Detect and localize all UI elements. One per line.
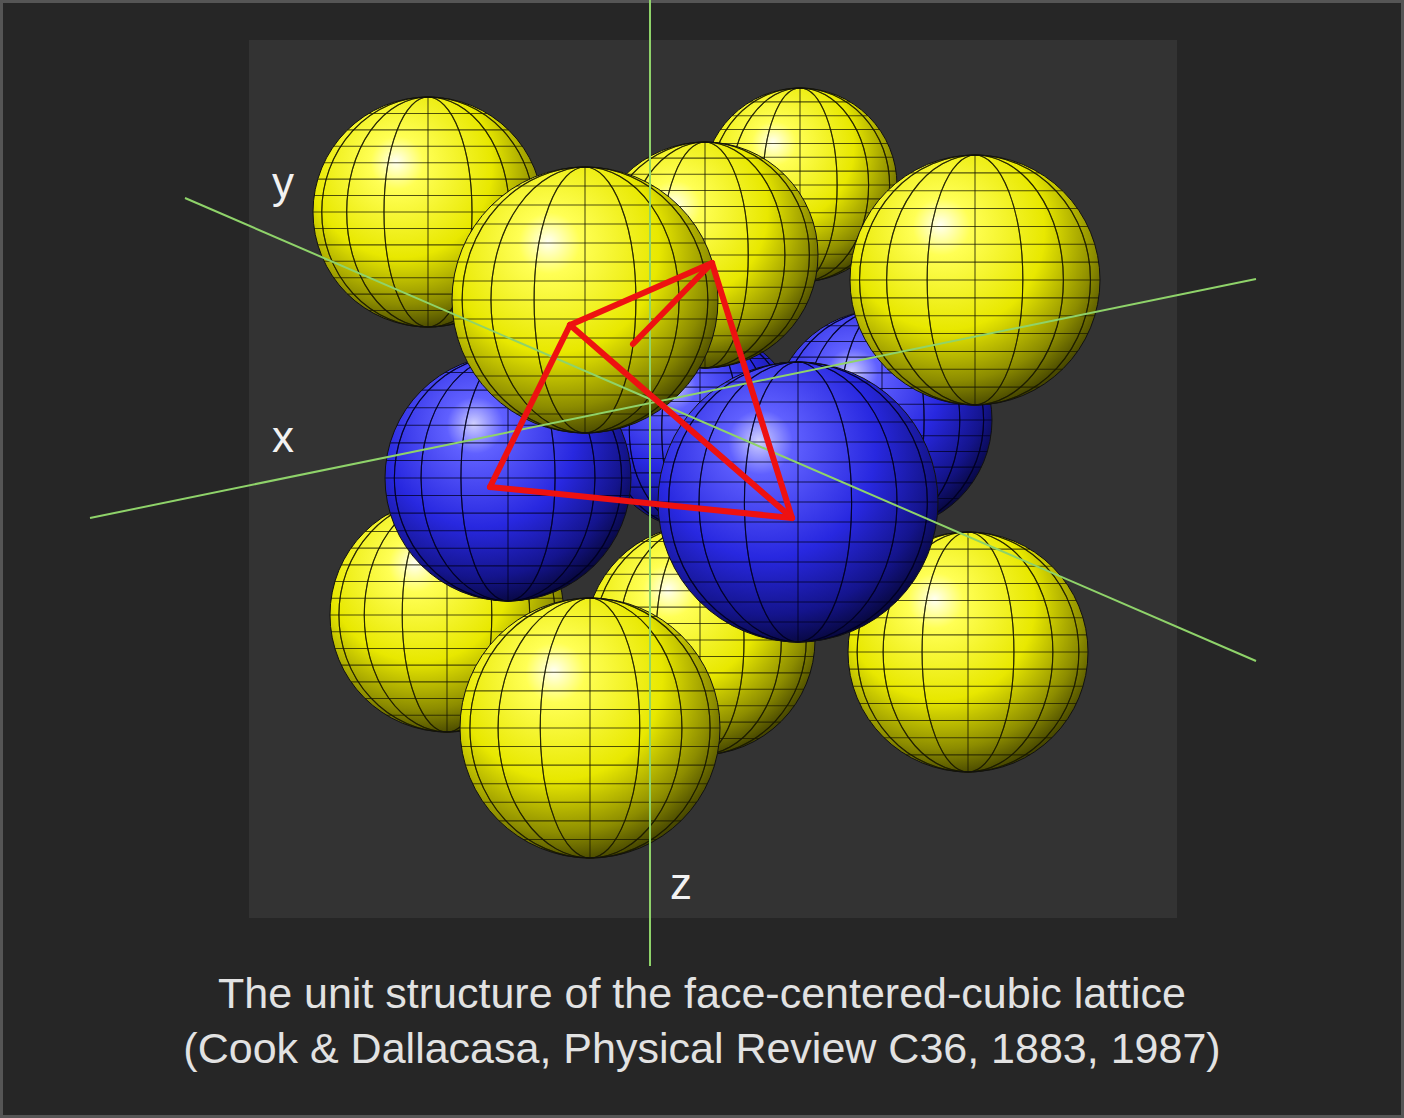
sphere-grid-meridian	[860, 155, 1091, 405]
sphere-grid-meridian	[967, 532, 968, 772]
tetra-edge	[570, 325, 792, 518]
sphere-outline	[850, 155, 1100, 405]
yellow-sphere	[460, 598, 720, 858]
sphere-grid-meridian	[797, 362, 798, 642]
sphere-grid-meridian	[927, 155, 1023, 405]
sphere-outline	[452, 167, 718, 433]
sphere-grid-meridian	[922, 532, 1014, 772]
sphere-grid-meridian	[887, 155, 1064, 405]
sphere-group	[313, 88, 1100, 858]
tetra-edge	[490, 487, 792, 518]
sphere-body	[850, 155, 1100, 405]
sphere-grid-meridian	[540, 598, 639, 858]
sphere-grid-meridian	[540, 598, 639, 858]
sphere-grid-meridian	[744, 362, 851, 642]
axes	[90, 0, 1256, 966]
sphere-grid-meridian	[427, 97, 428, 327]
sphere-outline	[658, 362, 938, 642]
sphere-grid-meridian	[887, 155, 1064, 405]
tetra-edge	[570, 263, 712, 325]
sphere-grid-meridian	[922, 532, 1014, 772]
sphere-grid-meridian	[699, 362, 897, 642]
sphere-body	[658, 362, 938, 642]
blue-sphere	[658, 362, 938, 642]
sphere-grid-meridian	[470, 598, 710, 858]
sphere-outline	[460, 598, 720, 858]
sphere-grid-meridian	[860, 155, 1091, 405]
axis-label: z	[670, 860, 692, 908]
sphere-grid-meridian	[744, 362, 851, 642]
sphere-grid-meridian	[699, 362, 897, 642]
tetrahedron	[490, 263, 792, 518]
image-panel	[249, 40, 1177, 918]
sphere-body	[452, 167, 718, 433]
tetra-edge	[490, 325, 570, 487]
sphere-body	[460, 598, 720, 858]
sphere-grid-meridian	[974, 155, 975, 405]
yellow-sphere	[850, 155, 1100, 405]
sphere-grid-meridian	[927, 155, 1023, 405]
axis-label: x	[272, 413, 294, 461]
sphere-grid-meridian	[498, 598, 682, 858]
x-axis	[90, 279, 1256, 518]
sphere-grid-meridian	[462, 167, 708, 433]
sphere-grid-meridian	[470, 598, 710, 858]
y-axis	[185, 198, 1256, 661]
sphere-grid-meridian	[584, 167, 585, 433]
figure-caption: The unit structure of the face-centered-…	[181, 966, 1224, 1076]
sphere-grid-meridian	[498, 598, 682, 858]
tetra-hidden-edge	[633, 263, 712, 344]
yellow-sphere	[452, 167, 718, 433]
sphere-grid-meridian	[589, 598, 590, 858]
sphere-grid-meridian	[462, 167, 708, 433]
z-axis	[649, 0, 651, 966]
axis-label: y	[272, 159, 294, 207]
